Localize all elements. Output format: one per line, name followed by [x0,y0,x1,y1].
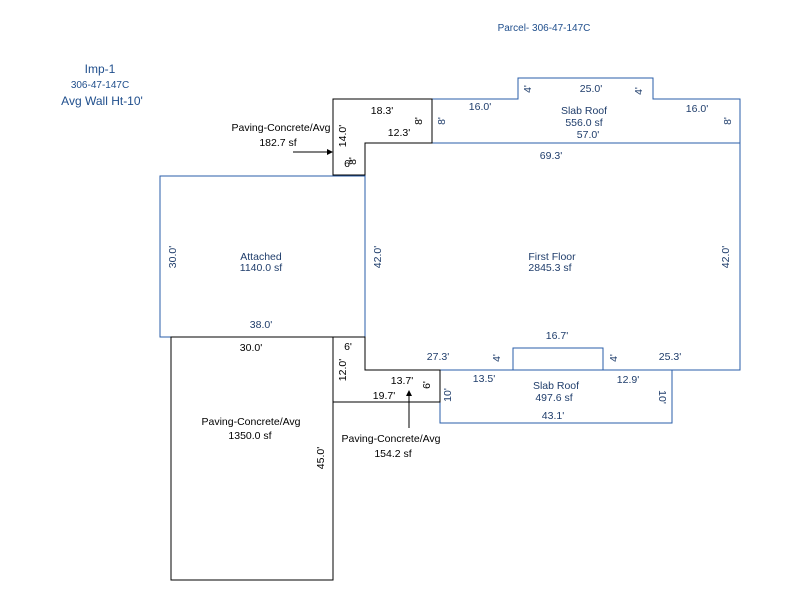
dim-paving-top-notch: 8' [347,157,359,165]
dim-first-floor-right: 42.0' [720,246,732,268]
paving-small-name: Paving-Concrete/Avg [341,433,440,445]
paving-large-name: Paving-Concrete/Avg [201,416,300,428]
dim-paving-small-top: 6' [344,341,352,353]
slab-roof-top-area: 556.0 sf [565,117,602,129]
dim-slab-top-right: 16.0' [686,103,708,115]
arrow-head-paving-top [327,149,333,155]
first-floor-area: 2845.3 sf [528,262,571,274]
improvement-id: 306-47-147C [71,80,129,91]
paving-small-area: 154.2 sf [374,448,411,460]
dim-paving-large-right: 45.0' [315,447,327,469]
dim-paving-top-right: 8' [413,117,425,125]
paving-top-area: 182.7 sf [259,137,296,149]
paving-small-outline [332,336,441,403]
paving-large-area: 1350.0 sf [228,430,271,442]
dim-paving-small-left: 12.0' [337,359,349,381]
wall-height-label: Avg Wall Ht-10' [61,94,143,108]
dim-slab-bottom-right-height: 10' [656,390,668,404]
attached-area: 1140.0 sf [240,262,283,274]
dim-paving-top-top: 18.3' [371,105,393,117]
dim-attached-left: 30.0' [167,246,179,268]
dim-paving-large-top: 30.0' [240,342,262,354]
dim-paving-top-left: 14.0' [337,125,349,147]
dim-slab-bottom-left: 13.5' [473,373,495,385]
dim-attached-bottom: 38.0' [250,319,272,331]
dim-paving-small-right: 6' [421,381,433,389]
dim-first-floor-notch: 16.7' [546,330,568,342]
slab-roof-top-name: Slab Roof [561,105,607,117]
slab-roof-bottom-area: 497.6 sf [535,392,572,404]
dim-paving-top-inner: 12.3' [388,127,410,139]
paving-top-name: Paving-Concrete/Avg [231,122,330,134]
dim-slab-bump-left: 4' [522,85,534,93]
dim-slab-top-bump: 25.0' [580,83,602,95]
improvement-name: Imp-1 [85,62,116,76]
slab-roof-bottom-outline [439,369,673,424]
dim-slab-bottom-right: 12.9' [617,374,639,386]
dim-first-floor-bottom-left: 27.3' [427,351,449,363]
dim-paving-small-inner: 13.7' [391,375,413,387]
paving-large-outline [170,336,334,581]
dim-slab-top-left: 16.0' [469,101,491,113]
arrow-head-paving-small [406,390,412,396]
dim-first-floor-bottom-right: 25.3' [659,351,681,363]
dim-slab-top-right-height: 8' [722,117,734,125]
attached-name: Attached [240,251,282,263]
dim-paving-top-bottom: 6' [344,158,352,170]
dim-paving-small-bottom: 19.7' [373,390,395,402]
first-floor-name: First Floor [528,251,576,263]
dim-slab-top-bottom: 57.0' [577,129,599,141]
dim-slab-top-left-height: 8' [436,117,448,125]
dim-slab-bump-right: 4' [633,87,645,95]
dim-first-floor-left: 42.0' [372,246,384,268]
parcel-label: Parcel- 306-47-147C [498,23,591,34]
dim-slab-bottom-bottom: 43.1' [542,410,564,422]
paving-top-outline [332,98,433,176]
dim-first-floor-top: 69.3' [540,150,562,162]
dim-slab-bottom-left-height: 10' [442,388,454,402]
dim-notch-left: 4' [491,354,503,362]
dim-notch-right: 4' [608,354,620,362]
slab-roof-bottom-name: Slab Roof [533,380,579,392]
